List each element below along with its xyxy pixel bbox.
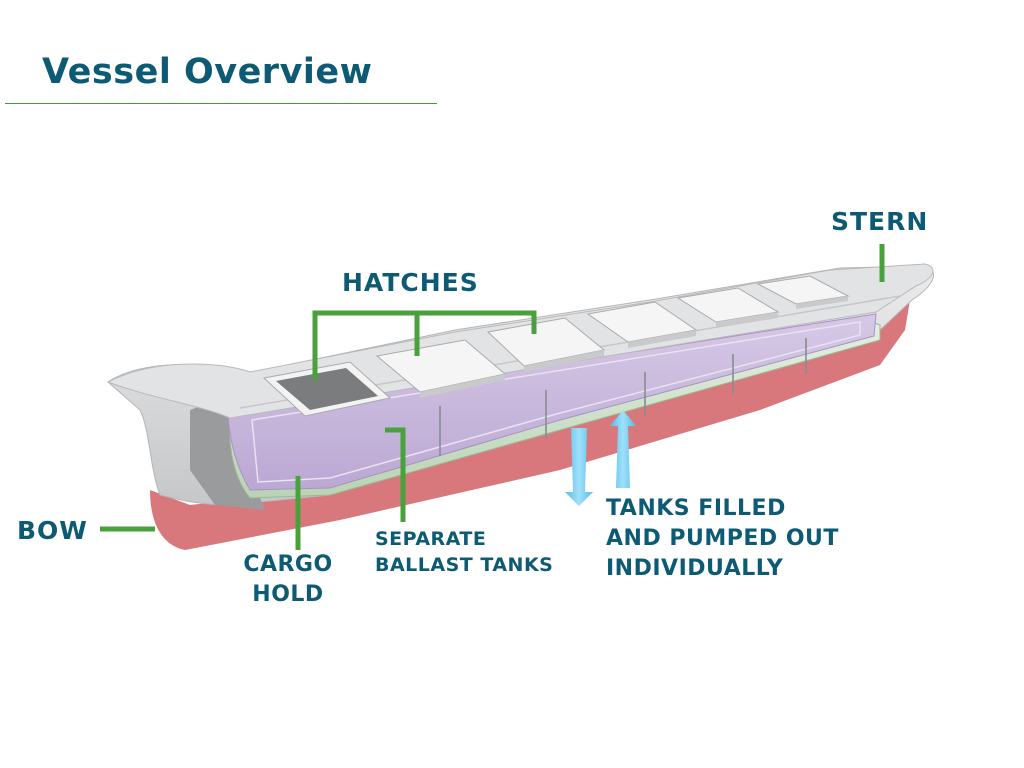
stern-label: STERN <box>831 207 929 236</box>
tanks-filled-label-line3: INDIVIDUALLY <box>606 556 784 581</box>
cargo-hold-band <box>227 313 877 491</box>
ballast-tanks-label-line1: SEPARATE <box>375 528 487 550</box>
hold-bulkheads <box>439 338 807 456</box>
cargo-hold-label-line2: HOLD <box>252 582 324 607</box>
hatches-label: HATCHES <box>342 268 479 297</box>
page-title: Vessel Overview <box>42 52 373 92</box>
pump-arrow-up <box>610 410 636 488</box>
tanks-filled-label-line2: AND PUMPED OUT <box>606 526 839 551</box>
tanks-filled-label-line1: TANKS FILLED <box>606 496 786 521</box>
flow-arrows <box>565 410 636 506</box>
callout-lines <box>100 244 885 550</box>
bow-label: BOW <box>17 516 88 545</box>
fill-arrow-down <box>565 428 593 506</box>
ballast-callout <box>385 427 406 522</box>
hatches-callout <box>312 310 537 380</box>
tanks-filled-label: TANKS FILLED AND PUMPED OUT INDIVIDUALLY <box>606 494 839 584</box>
hatch-covers <box>262 275 850 417</box>
ballast-tanks-label: SEPARATE BALLAST TANKS <box>375 526 553 578</box>
title-underline <box>5 103 437 104</box>
cargo-hold-label-line1: CARGO <box>243 552 333 577</box>
ballast-tanks-label-line2: BALLAST TANKS <box>375 554 554 576</box>
cargo-hold-label: CARGO HOLD <box>236 550 340 610</box>
